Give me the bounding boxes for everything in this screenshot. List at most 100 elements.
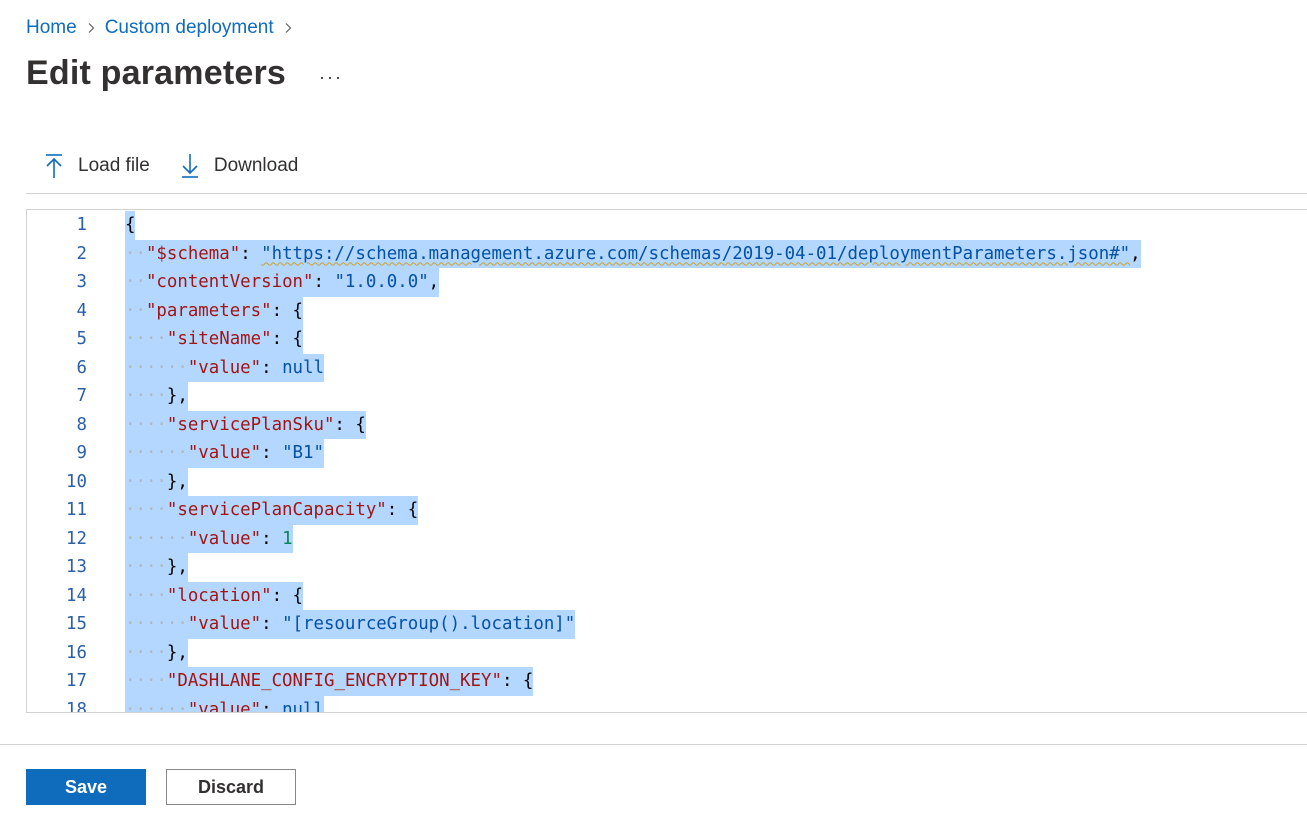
breadcrumb-custom-deployment[interactable]: Custom deployment <box>104 17 274 38</box>
json-number: 1 <box>282 528 293 549</box>
indent-whitespace: ······ <box>125 357 188 378</box>
line-code: ····}, <box>125 638 188 667</box>
json-value: "https://schema.management.azure.com/sch… <box>261 243 1131 264</box>
json-key: "parameters" <box>145 300 272 321</box>
line-code: ······"value": "B1" <box>125 439 324 468</box>
line-number: 16 <box>66 642 87 663</box>
indent-whitespace: ·· <box>125 243 146 264</box>
line-number: 5 <box>76 329 87 349</box>
indent-whitespace: ······ <box>125 528 188 549</box>
line-number: 6 <box>76 357 87 378</box>
code-line: 3 ··"contentVersion": "1.0.0.0", <box>27 268 1307 297</box>
indent-whitespace: ·· <box>125 272 146 292</box>
json-punctuation: : <box>313 272 335 292</box>
download-button[interactable]: Download <box>166 146 309 186</box>
json-key: "value" <box>187 528 262 549</box>
load-file-button[interactable]: Load file <box>26 146 160 186</box>
json-key: "servicePlanCapacity" <box>166 500 387 520</box>
json-punctuation: : { <box>386 500 419 520</box>
json-punctuation: }, <box>166 557 188 577</box>
chevron-right-icon <box>77 14 105 42</box>
toolbar-divider <box>26 193 1307 194</box>
json-key: "location" <box>166 585 272 606</box>
json-punctuation: }, <box>166 386 188 406</box>
code-line: 4 ··"parameters": { <box>27 296 1307 325</box>
indent-whitespace: ·· <box>125 300 146 321</box>
json-punctuation: : <box>261 614 283 634</box>
json-punctuation: : { <box>501 671 534 691</box>
line-code: { <box>125 211 136 240</box>
indent-whitespace: ···· <box>125 414 167 435</box>
breadcrumb-home[interactable]: Home <box>26 17 77 38</box>
json-punctuation: : { <box>271 585 304 606</box>
indent-whitespace: ···· <box>125 642 167 663</box>
json-key: "servicePlanSku" <box>166 414 335 435</box>
line-number: 1 <box>76 215 87 235</box>
indent-whitespace: ···· <box>125 500 167 520</box>
json-punctuation: { <box>125 215 136 235</box>
json-punctuation: : <box>261 443 283 463</box>
indent-whitespace: ······ <box>125 614 188 634</box>
json-value: null <box>282 357 324 378</box>
line-number: 15 <box>66 614 87 634</box>
line-code: ······"value": null <box>125 353 324 382</box>
code-line: 15 ······"value": "[resourceGroup().locat… <box>27 610 1307 639</box>
code-line: 9 ······"value": "B1" <box>27 439 1307 468</box>
json-key: "siteName" <box>166 329 272 349</box>
json-punctuation: : <box>240 243 262 264</box>
line-number: 9 <box>76 443 87 463</box>
upload-arrow-icon <box>40 152 68 180</box>
json-value: "B1" <box>282 443 324 463</box>
line-code: ····}, <box>125 467 188 496</box>
code-line: 8 ····"servicePlanSku": { <box>27 410 1307 439</box>
code-line: 2 ··"$schema": "https://schema.management… <box>27 239 1307 268</box>
json-key: "value" <box>187 357 262 378</box>
line-number: 13 <box>66 557 87 577</box>
code-line: 17····"DASHLANE_CONFIG_ENCRYPTION_KEY": … <box>27 667 1307 696</box>
save-button[interactable]: Save <box>26 769 146 805</box>
code-line: 16 ····}, <box>27 638 1307 667</box>
line-number: 11 <box>66 500 87 520</box>
line-code: ····"servicePlanCapacity": { <box>125 496 419 525</box>
json-value: "[resourceGroup().location]" <box>282 614 576 634</box>
line-number: 18 <box>66 699 87 713</box>
line-number: 17 <box>66 671 87 691</box>
line-number: 7 <box>76 386 87 406</box>
json-punctuation: : { <box>271 300 304 321</box>
code-line: 5 ····"siteName": { <box>27 325 1307 354</box>
indent-whitespace: ···· <box>125 557 167 577</box>
code-line: 18······"value": null <box>27 695 1307 713</box>
discard-button[interactable]: Discard <box>166 769 296 805</box>
line-code: ··"parameters": { <box>125 296 304 325</box>
download-arrow-icon <box>176 152 204 180</box>
json-value: null <box>282 699 324 713</box>
download-label: Download <box>213 155 299 176</box>
json-punctuation: : { <box>334 414 366 435</box>
line-number: 8 <box>76 414 87 435</box>
json-punctuation: : <box>261 357 283 378</box>
line-code: ····"location": { <box>125 581 304 610</box>
chevron-right-icon <box>274 14 302 42</box>
line-number: 12 <box>66 528 87 549</box>
code-line: 10····}, <box>27 467 1307 496</box>
code-line: 12······"value": 1 <box>27 524 1307 553</box>
code-line: 11 ····"servicePlanCapacity": { <box>27 496 1307 525</box>
toolbar: Load file Download <box>26 146 308 186</box>
json-punctuation: }, <box>166 471 188 492</box>
line-number: 4 <box>76 300 87 321</box>
line-number: 14 <box>66 585 87 606</box>
load-file-label: Load file <box>78 155 150 176</box>
json-code-editor[interactable]: 1 {2 ··"$schema": "https://schema.manageme… <box>26 209 1307 713</box>
line-code: ··"contentVersion": "1.0.0.0", <box>125 268 440 297</box>
json-key: "value" <box>187 699 262 713</box>
footer-divider <box>0 744 1307 745</box>
line-number: 3 <box>76 272 87 292</box>
line-number: 2 <box>76 243 87 264</box>
line-code: ····}, <box>125 553 188 582</box>
code-line: 6 ······"value": null <box>27 353 1307 382</box>
more-options-button[interactable]: ··· <box>314 62 348 92</box>
line-code: ··"$schema": "https://schema.management.… <box>125 239 1141 268</box>
indent-whitespace: ······ <box>125 699 188 713</box>
line-code: ······"value": "[resourceGroup().locatio… <box>125 610 576 639</box>
line-code: ····"siteName": { <box>125 325 304 354</box>
